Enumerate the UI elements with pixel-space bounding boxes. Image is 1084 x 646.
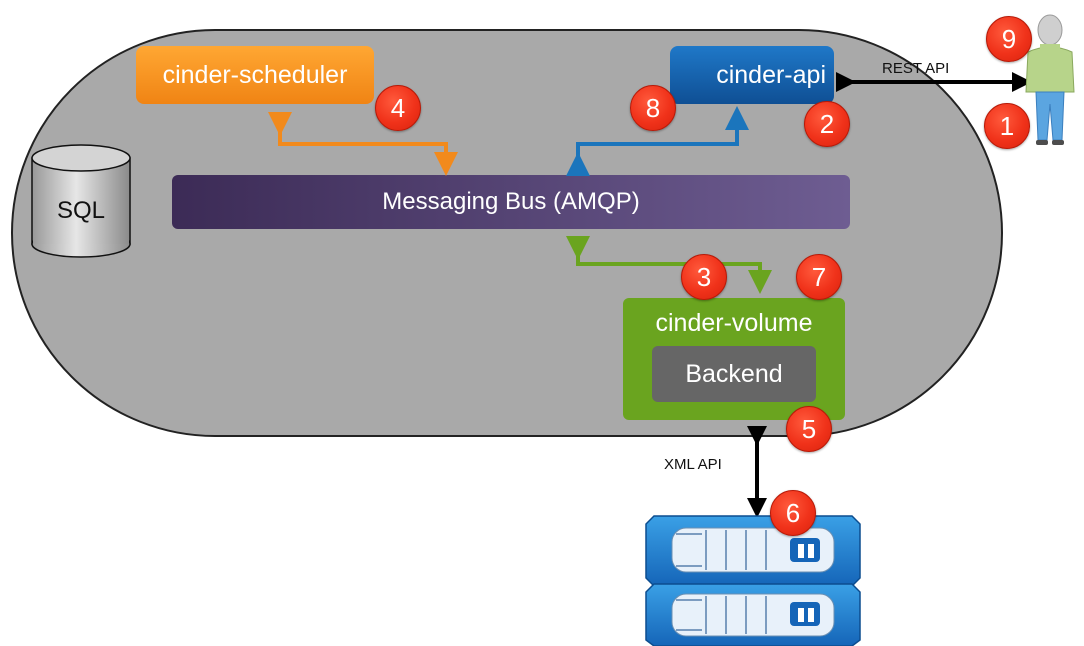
rest-api-label: REST API xyxy=(882,60,950,77)
scheduler-bus-arrow xyxy=(268,112,458,176)
cinder-scheduler-box xyxy=(136,46,374,104)
step-badge-9: 9 xyxy=(986,16,1032,62)
storage-array-icon xyxy=(645,515,861,646)
messaging-bus-label: Messaging Bus (AMQP) xyxy=(382,188,640,215)
sql-label: SQL xyxy=(56,197,106,224)
cinder-api-box xyxy=(670,46,834,104)
messaging-bus-box xyxy=(172,175,850,229)
xml-api-label: XML API xyxy=(664,456,722,473)
step-badge-6: 6 xyxy=(770,490,816,536)
database-icon xyxy=(31,144,131,258)
step-badge-8: 8 xyxy=(630,85,676,131)
step-badge-3: 3 xyxy=(681,254,727,300)
step-badge-2: 2 xyxy=(804,101,850,147)
step-badge-5: 5 xyxy=(786,406,832,452)
user-icon xyxy=(1025,14,1075,145)
cinder-volume-label: cinder-volume xyxy=(655,308,813,337)
step-badge-4: 4 xyxy=(375,85,421,131)
cinder-api-label: cinder-api xyxy=(716,60,826,89)
bus-volume-arrow xyxy=(566,236,772,294)
backend-box xyxy=(652,346,816,402)
step-badge-1: 1 xyxy=(984,103,1030,149)
step-badge-7: 7 xyxy=(796,254,842,300)
cinder-scheduler-label: cinder-scheduler xyxy=(162,60,348,89)
backend-label: Backend xyxy=(685,359,783,388)
bus-api-arrow xyxy=(566,106,749,176)
